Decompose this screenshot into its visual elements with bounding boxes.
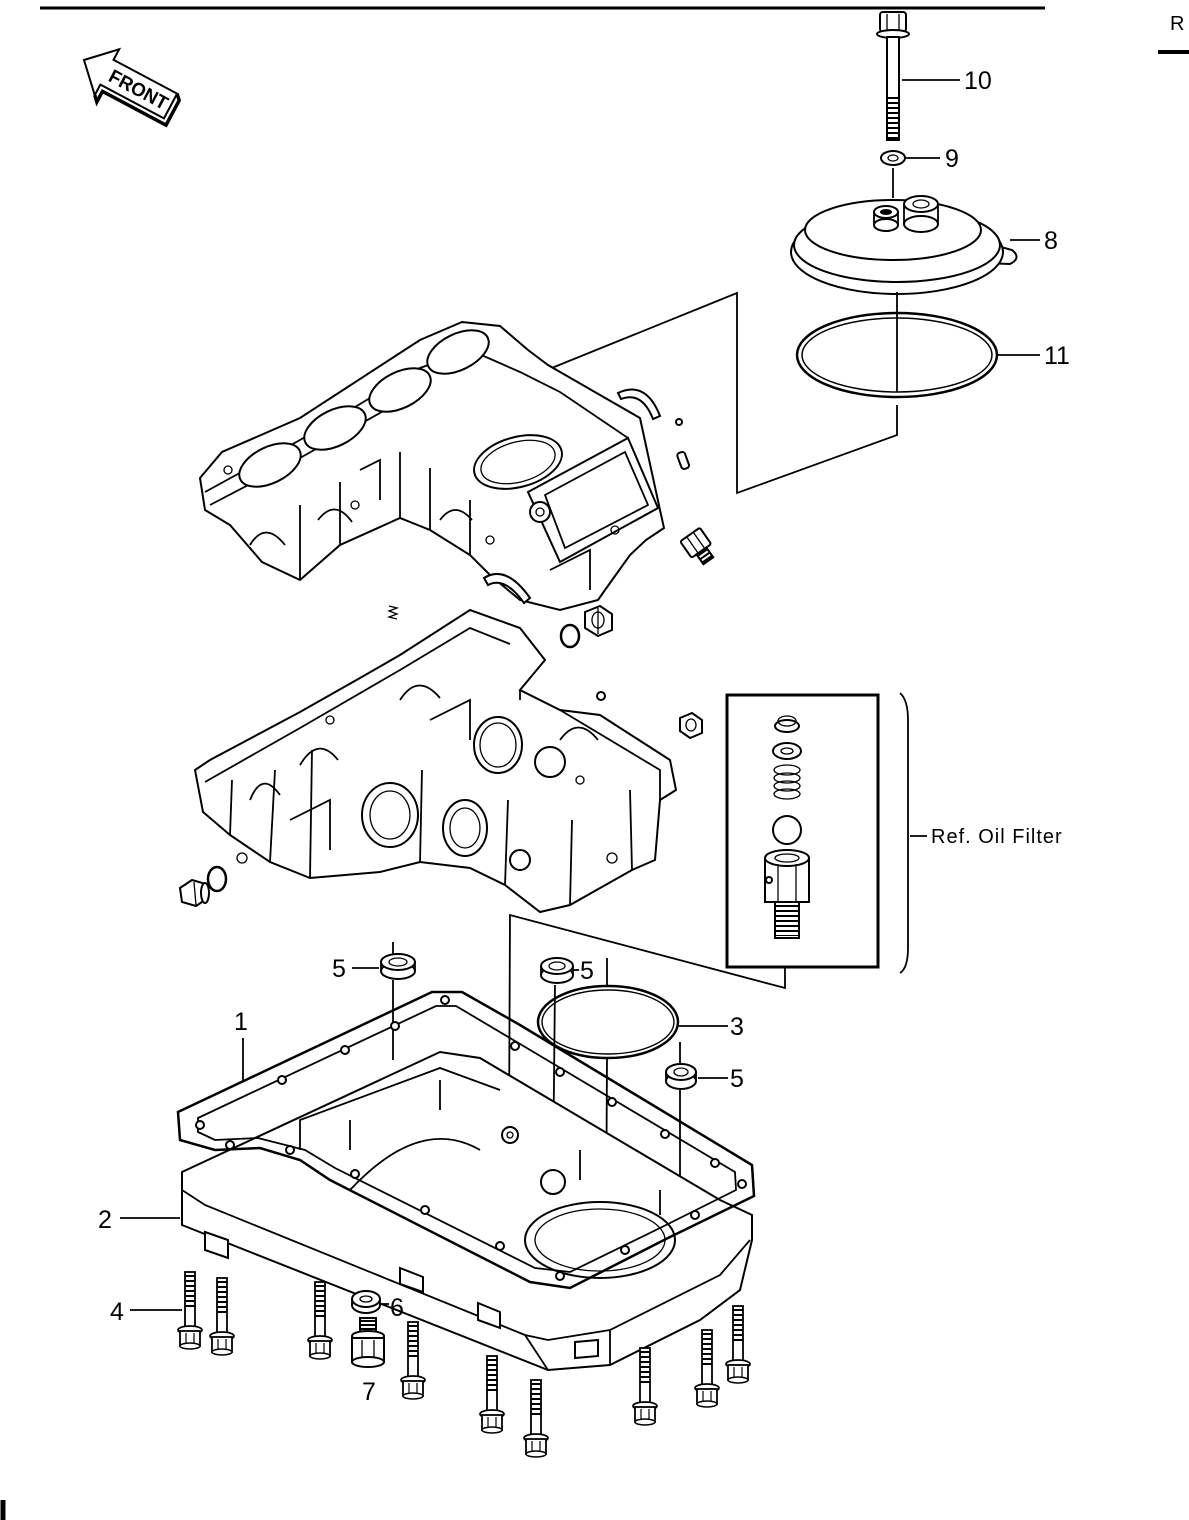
relief-ball — [772, 815, 802, 845]
callout-5-left: 5 — [332, 955, 346, 983]
oil-pan-bolt — [210, 1278, 234, 1355]
part-5-seal-left — [380, 953, 416, 980]
callout-6: 6 — [390, 1294, 404, 1322]
callout-11: 11 — [1044, 342, 1070, 370]
part-2-oil-pan — [181, 1050, 753, 1372]
upper-crankcase — [198, 320, 666, 612]
part-3-o-ring — [536, 984, 680, 1060]
callout-5-middle: 5 — [580, 957, 594, 985]
part-1-gasket — [176, 990, 756, 1290]
callout-9: 9 — [945, 145, 959, 173]
crankcase-plug — [584, 604, 613, 638]
reference-note: Ref. Oil Filter — [931, 826, 1063, 848]
drain-plug-washer — [206, 865, 228, 893]
oil-filter-reference-box — [725, 693, 880, 969]
small-pin — [675, 418, 683, 426]
callout-7: 7 — [362, 1378, 376, 1406]
reference-bracket — [899, 692, 909, 974]
assembly-leader-relief-valve — [508, 913, 786, 1131]
small-spring — [386, 605, 400, 620]
oil-pan-bolt — [633, 1348, 657, 1425]
relief-washer — [772, 742, 802, 760]
part-8-filter-cover — [790, 195, 1018, 295]
callout-10: 10 — [964, 67, 992, 95]
drain-plug — [178, 878, 210, 908]
oil-pan-bolt — [695, 1330, 719, 1407]
small-pin-lower — [596, 691, 606, 701]
part-10-bolt — [876, 11, 910, 141]
front-arrow: FRONT — [82, 47, 182, 128]
callout-4: 4 — [110, 1298, 124, 1326]
bearing-half-shell — [616, 388, 662, 421]
part-5-seal-middle — [540, 957, 574, 984]
relief-spring — [773, 764, 801, 800]
callout-3: 3 — [730, 1013, 744, 1041]
lower-crankcase — [193, 608, 678, 914]
oil-pressure-switch — [679, 527, 715, 566]
oil-pan-bolt — [480, 1356, 504, 1433]
callout-2: 2 — [98, 1206, 112, 1234]
relief-valve-body — [764, 849, 810, 939]
oil-pan-bolt — [401, 1322, 425, 1399]
oil-pan-bolt — [308, 1282, 332, 1359]
relief-spring-top — [774, 715, 800, 733]
oil-pan-bolt — [726, 1306, 750, 1383]
callout-1: 1 — [234, 1008, 248, 1036]
dowel-pin — [676, 450, 690, 470]
oil-pan-bolt — [524, 1380, 548, 1457]
part-5-seal-right — [665, 1063, 697, 1090]
callout-5-right: 5 — [730, 1065, 744, 1093]
part-6-washer — [351, 1290, 381, 1314]
corner-mark: R — [1170, 13, 1184, 35]
side-plug — [679, 711, 703, 740]
part-9-washer — [880, 150, 906, 166]
part-7-drain-plug — [351, 1317, 385, 1368]
plug-o-ring — [559, 623, 581, 649]
callout-8: 8 — [1044, 227, 1058, 255]
